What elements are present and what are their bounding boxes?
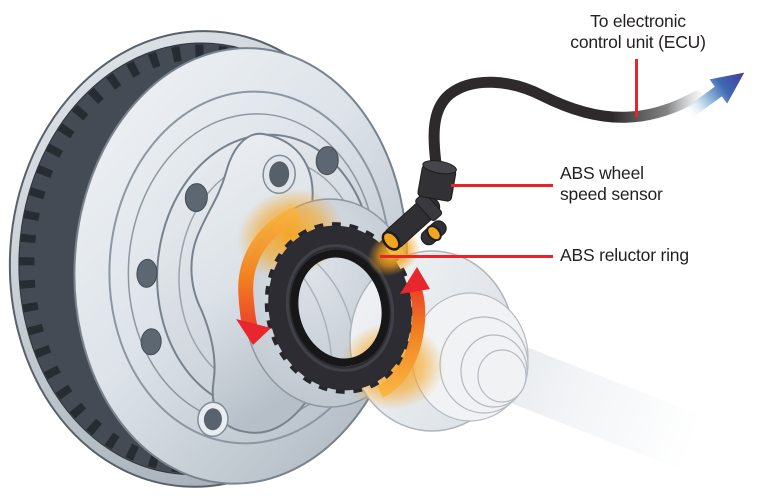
reluctor-band [268, 225, 412, 391]
abs-wheel-speed-sensor [367, 160, 457, 276]
bolt-hole [315, 146, 339, 176]
reluctor-leader-line [380, 255, 553, 258]
ecu-arrow-icon [682, 72, 745, 120]
sensor-bracket-eye [426, 225, 442, 242]
axle-shaft [482, 337, 704, 471]
rotation-arrow-left [236, 206, 301, 345]
reluctor-inner-wall [290, 249, 390, 367]
ecu-label-line2: control unit (ECU) [570, 32, 706, 52]
wheel-speed-sensor-label: ABS wheel speed sensor [560, 163, 663, 205]
ecu-label-line1: To electronic [590, 11, 686, 31]
reluctor-band-highlight [285, 244, 395, 372]
rotation-arrow-right [376, 267, 430, 398]
ecu-label: To electronic control unit (ECU) [538, 11, 738, 53]
sensor-label-line1: ABS wheel [560, 163, 644, 183]
abs-reluctor-ring [264, 222, 416, 394]
sensor-leader-line [451, 184, 553, 187]
ring-label-text: ABS reluctor ring [560, 245, 689, 265]
sensor-cable [428, 76, 703, 178]
sensor-collar [415, 192, 443, 222]
carrier-hole [269, 161, 290, 188]
bolt-hole [184, 183, 208, 213]
ecu-leader-line [635, 59, 638, 117]
rotation-arrowhead-left [236, 319, 271, 345]
bolt-hole [136, 258, 158, 288]
sensor-body-cap [422, 160, 457, 175]
sensor-label-line2: speed sensor [560, 184, 663, 204]
sensor-tip [381, 230, 401, 251]
rotation-arrowhead-right [400, 267, 430, 294]
reluctor-ring-label: ABS reluctor ring [560, 245, 689, 266]
bolt-hole [140, 328, 162, 356]
lug-hole [203, 408, 222, 431]
